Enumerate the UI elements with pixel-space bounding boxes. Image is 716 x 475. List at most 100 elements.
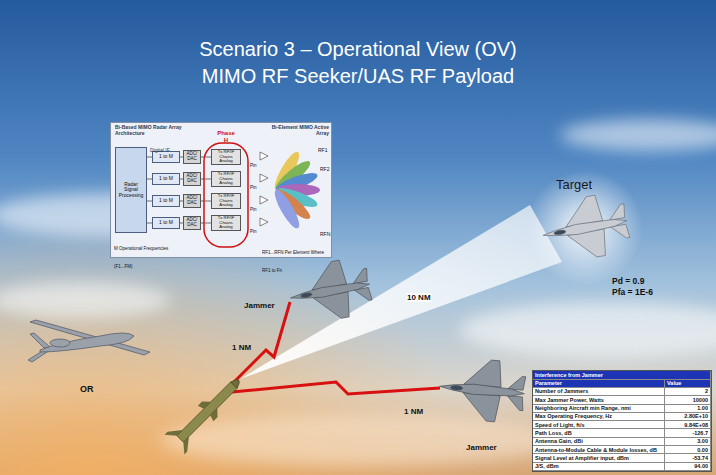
table-cell: Neighboring Aircraft min Range, nmi	[533, 405, 665, 413]
label-wrap: Pin	[250, 219, 257, 237]
table-cell: Max Operating Frequency, Hz	[533, 413, 665, 421]
channelizer-box: 1 to M	[152, 173, 180, 185]
label-wrap: Pd = 0.9	[612, 270, 644, 288]
slide-title: Scenario 3 – Operational View (OV)	[199, 38, 517, 60]
port-label: RF1	[318, 147, 327, 153]
amplifier-label: Pin	[250, 229, 257, 234]
table-text: Speed of Light, ft/s	[535, 422, 585, 428]
signal-line	[201, 223, 211, 224]
node-text: ADC/ DAC	[185, 174, 199, 184]
node-text: Phase H	[216, 130, 236, 143]
target-glow	[527, 170, 643, 286]
label-wrap: Digital IF	[150, 138, 170, 156]
signal-name: Digital IF	[150, 147, 170, 153]
jamming-bolt	[232, 382, 440, 394]
node-text: 1 to M	[159, 220, 173, 226]
label-wrap: RFN	[320, 222, 330, 240]
phase-oval-line	[204, 143, 248, 247]
table-cell: J/S, dBm	[533, 463, 665, 471]
table-cell: 9.84E+08	[665, 421, 711, 429]
signal-line	[201, 157, 211, 158]
converter-box: ADC/ DAC	[183, 150, 201, 164]
table-text: Antenna-to-Module Cable & Module losses,…	[535, 447, 657, 453]
table-text: 2.80E+10	[684, 413, 708, 419]
uav-body	[40, 333, 134, 352]
clouds	[0, 119, 716, 466]
label-wrap: Jammer	[466, 436, 497, 454]
note: RF1...RFN Per Element Where RF1 to Fn	[262, 250, 324, 273]
table-text: 10000	[693, 397, 708, 403]
beam-fan	[271, 149, 320, 231]
jammer-aircraft	[286, 256, 375, 327]
table-text: 1.00	[697, 405, 708, 411]
uav-wing	[30, 320, 150, 355]
table-text: -53.74	[692, 455, 708, 461]
table-text: 0.00	[697, 447, 708, 453]
signal-line	[201, 179, 211, 180]
node-text: ADC/ DAC	[185, 152, 199, 162]
target-label: Target	[556, 177, 592, 192]
node-text: Tx RF/IF Chains Analog	[213, 216, 239, 230]
table-cell: 3.00	[665, 438, 711, 446]
node-text: Tx RF/IF Chains Analog	[213, 194, 239, 208]
table-cell: Signal Level at Amplifier input, dBm	[533, 454, 665, 462]
table-header-cell: Parameter	[533, 380, 665, 388]
rf-chain-box: Tx RF/IF Chains Analog	[211, 149, 241, 165]
label-wrap: RF1	[318, 138, 327, 156]
missile-body	[177, 382, 237, 442]
cloud	[460, 302, 716, 358]
missile-nose	[231, 377, 242, 388]
phase-oval: Phase H Tx RF/IF Chains Analog Tx RF/IF Ch…	[203, 129, 249, 249]
table-cell: Speed of Light, ft/s	[533, 421, 665, 429]
cloud	[560, 119, 716, 151]
converter-box: ADC/ DAC	[183, 172, 201, 186]
label-wrap: 10 NM	[406, 286, 432, 304]
node-text: 1 to M	[159, 198, 173, 204]
table-cell: Antenna-to-Module Cable & Module losses,…	[533, 446, 665, 454]
amplifier-symbol	[260, 218, 268, 226]
table-cell: -126.7	[665, 429, 711, 437]
label-wrap: Pin	[250, 197, 257, 215]
jammer-table: Interference from JammerParameter ValueNu…	[532, 370, 712, 472]
table-cell: 1.00	[665, 405, 711, 413]
range-label: 1 NM	[232, 343, 251, 352]
table-cell: Number of Jammers	[533, 388, 665, 396]
table-text: Parameter	[535, 380, 562, 386]
table-text: Value	[667, 380, 681, 386]
channelizer-box: 1 to M	[152, 195, 180, 207]
table-cell: 0.00	[665, 446, 711, 454]
table-text: Antenna Gain, dBi	[535, 438, 583, 444]
inset-fill	[110, 122, 332, 258]
amplifier-symbol	[260, 174, 268, 182]
uav	[28, 320, 150, 362]
table-text: Number of Jammers	[535, 388, 588, 394]
label-wrap: 1 NM	[404, 400, 423, 418]
table-text: Max Operating Frequency, Hz	[535, 413, 612, 419]
node-text: ADC/ DAC	[185, 218, 199, 228]
table-text: Max Jammer Power, Watts	[535, 397, 604, 403]
jammer-aircraft	[437, 356, 527, 424]
missile	[165, 370, 249, 454]
node-text: ADC/ DAC	[185, 196, 199, 206]
title-wrap: Scenario 3 – Operational View (OV)	[0, 38, 716, 61]
range-label: 1 NM	[404, 407, 423, 416]
label-wrap: Pin	[250, 153, 257, 171]
cloud	[0, 282, 170, 318]
requirement: Pfa = 1E-6	[612, 287, 653, 297]
target-aircraft	[538, 190, 632, 265]
beam-lobe	[271, 187, 303, 231]
jamming-bolt	[234, 302, 290, 382]
table-cell: Antenna Gain, dBi	[533, 438, 665, 446]
inset-panel: Bi-Based MIMO Radar Array ArchitectureBi…	[110, 122, 332, 258]
amplifier-label: Pin	[250, 163, 257, 168]
uav-tail	[30, 333, 50, 348]
signal-line	[201, 201, 211, 202]
uav-engine	[50, 339, 70, 347]
table-title-cell: Interference from Jammer	[533, 371, 711, 379]
table-header-cell: Value	[665, 380, 711, 388]
table-cell: 2	[665, 388, 711, 396]
rf-chain-box: Tx RF/IF Chains Analog	[211, 193, 241, 209]
